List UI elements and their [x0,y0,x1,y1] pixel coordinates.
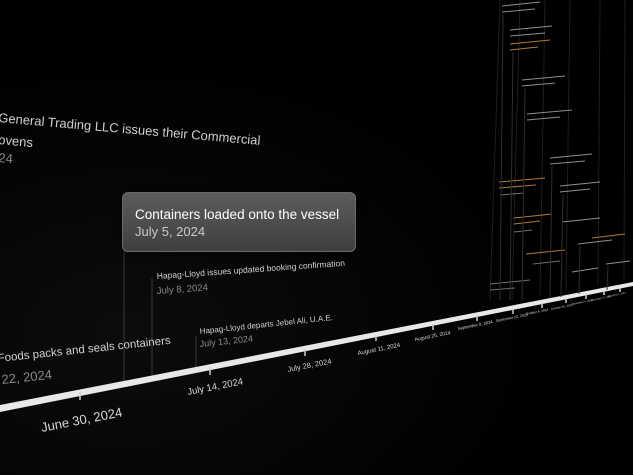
tick-label: July 28, 2024 [287,357,333,374]
event-date: 22, 2024 [1,367,53,387]
tick-label: September 22, 2024 [495,313,528,323]
tooltip-title: Containers loaded onto the vessel [135,207,340,222]
event-date: July 8, 2024 [156,282,208,297]
tick-label: August 11, 2024 [357,343,401,357]
axis-ticks [79,288,621,400]
event-connectors [123,250,197,384]
event-departs-jebel-ali[interactable]: Hapag-Lloyd departs Jebel Ali, U.A.E. Ju… [199,313,333,349]
tick-label: November 17, 2024 [591,295,613,302]
event-date: July 13, 2024 [199,333,253,349]
event-title-continued: ovens [0,132,34,150]
event-booking-confirmation[interactable]: Hapag-Lloyd issues updated booking confi… [156,258,345,297]
tick-label: October 20, 2024 [550,303,573,311]
event-title: General Trading LLC issues their Commerc… [0,110,261,148]
timeline-axis [0,282,633,412]
tick-label: December 1, 2024 [608,291,627,298]
tick-label: August 25, 2024 [414,330,451,343]
tick-label: June 30, 2024 [40,404,124,434]
event-title: Hapag-Lloyd issues updated booking confi… [156,258,345,281]
axis-tick-labels: June 30, 2024 July 14, 2024 July 28, 202… [40,291,627,434]
tick-label: September 8, 2024 [457,319,494,331]
background-guides [489,0,626,301]
tick-label: July 14, 2024 [186,376,244,398]
event-title: Foods packs and seals containers [0,335,171,365]
tooltip-date: July 5, 2024 [135,224,206,239]
event-date: 24 [0,150,13,166]
tick-label: November 3, 2024 [571,298,593,306]
event-tooltip: Containers loaded onto the vessel July 5… [122,192,356,252]
event-commercial-invoice[interactable]: General Trading LLC issues their Commerc… [0,110,261,166]
event-title: Hapag-Lloyd departs Jebel Ali, U.A.E. [199,313,333,336]
tick-label: October 6, 2024 [525,308,548,316]
distant-events [489,1,631,301]
